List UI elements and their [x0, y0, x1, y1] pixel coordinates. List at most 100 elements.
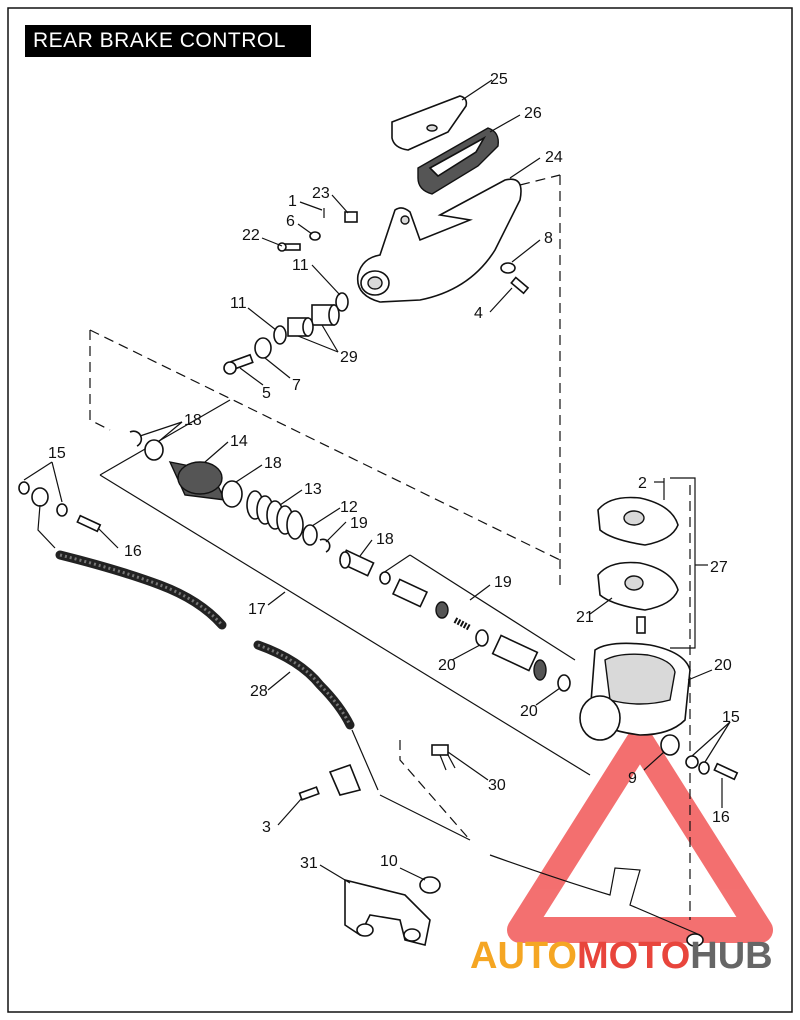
part-bushing-29 — [287, 304, 340, 337]
part-piston — [391, 578, 429, 608]
callout-20-left: 20 — [438, 657, 456, 674]
callout-29: 29 — [340, 349, 358, 366]
assembly-dashline — [519, 174, 561, 186]
part-bracket-31 — [344, 878, 431, 946]
callout-19-upper: 19 — [350, 515, 368, 532]
callout-28: 28 — [250, 683, 268, 700]
callout-30: 30 — [488, 777, 506, 794]
callout-31: 31 — [300, 855, 318, 872]
callout-14: 14 — [230, 433, 248, 450]
part-banjo-fitting — [31, 487, 49, 507]
watermark-moto: MOTO — [577, 935, 690, 977]
part-nut-9 — [660, 734, 680, 756]
part-washer-6 — [309, 231, 321, 241]
callout-22: 22 — [242, 227, 260, 244]
callout-24: 24 — [545, 149, 563, 166]
callout-27: 27 — [710, 559, 728, 576]
callout-25: 25 — [490, 71, 508, 88]
watermark-logo-icon — [507, 723, 773, 943]
part-bushing-23 — [344, 211, 358, 223]
part-clip-10 — [419, 876, 441, 894]
callout-4: 4 — [474, 305, 483, 322]
assembly-dashline — [399, 740, 471, 841]
callout-20-right: 20 — [714, 657, 732, 674]
watermark-auto: AUTO — [470, 935, 577, 977]
callout-20-low: 20 — [520, 703, 538, 720]
diagram-title: REAR BRAKE CONTROL — [25, 25, 311, 57]
callout-2: 2 — [638, 475, 647, 492]
part-retaining-ring-18 — [129, 430, 143, 447]
assembly-line — [99, 474, 591, 776]
callout-12: 12 — [340, 499, 358, 516]
watermark-hub: HUB — [690, 935, 772, 977]
part-master-cylinder-body — [579, 642, 691, 741]
callout-7: 7 — [292, 377, 301, 394]
part-oring-11 — [335, 292, 349, 312]
part-retaining-ring-19 — [319, 538, 331, 553]
callout-17: 17 — [248, 601, 266, 618]
part-washer-15 — [685, 755, 699, 769]
callout-5: 5 — [262, 385, 271, 402]
part-washer-18 — [144, 439, 164, 461]
callout-18-top: 18 — [184, 412, 202, 429]
assembly-line — [409, 554, 576, 661]
part-pushrod-18 — [339, 549, 375, 577]
part-brake-hose-17 — [37, 504, 227, 630]
part-screw-21 — [636, 616, 646, 634]
callout-leaders — [23, 79, 731, 884]
callout-13: 13 — [304, 481, 322, 498]
callout-18-mid: 18 — [264, 455, 282, 472]
callout-15-right: 15 — [722, 709, 740, 726]
part-spring-13 — [246, 490, 304, 540]
part-washer-18b — [221, 480, 243, 508]
callout-6: 6 — [286, 213, 295, 230]
callout-15-left: 15 — [48, 445, 66, 462]
callout-11-lower: 11 — [230, 295, 247, 312]
part-bolt-5 — [223, 353, 254, 375]
assembly-dashline — [89, 329, 561, 561]
callout-9: 9 — [628, 770, 637, 787]
part-banjo-bolt-16 — [713, 762, 739, 781]
part-washer-15b — [56, 503, 68, 517]
part-brake-switch-30 — [431, 744, 456, 771]
callout-10: 10 — [380, 853, 398, 870]
part-screw-4 — [510, 276, 530, 295]
part-boot-14 — [168, 461, 227, 501]
callout-1: 1 — [288, 193, 297, 210]
assembly-line — [99, 399, 231, 476]
watermark-text: AUTOMOTOHUB — [470, 935, 773, 977]
part-piston-seal — [435, 601, 449, 619]
part-seal — [379, 571, 391, 585]
callout-19-lower: 19 — [494, 574, 512, 591]
callout-21: 21 — [576, 609, 594, 626]
part-pedal-pad-top — [391, 95, 468, 151]
part-oring-20b — [557, 674, 571, 692]
part-washer-8 — [500, 262, 516, 274]
part-screw-22 — [277, 242, 301, 252]
assembly-dashline — [89, 330, 111, 431]
callout-26: 26 — [524, 105, 542, 122]
part-oring-11 — [273, 325, 287, 345]
part-spring-small — [453, 617, 472, 631]
part-bracket-3 — [298, 763, 362, 801]
part-reservoir-cover — [597, 496, 679, 611]
part-brake-hose-28 — [253, 640, 704, 947]
part-washer-15 — [698, 761, 710, 775]
diagram-frame — [7, 7, 793, 1013]
part-valve-body — [491, 634, 547, 681]
part-oring-20a — [475, 629, 489, 647]
part-brake-pedal-arm — [356, 178, 522, 303]
callout-16-right: 16 — [712, 809, 730, 826]
part-oring-12 — [302, 524, 318, 546]
callout-labels: 25 26 24 1 23 6 22 11 8 4 11 29 5 7 18 1… — [48, 71, 740, 872]
callout-3: 3 — [262, 819, 271, 836]
part-banjo-bolt-16a — [76, 514, 102, 533]
callout-8: 8 — [544, 230, 553, 247]
callout-11-upper: 11 — [292, 257, 309, 274]
callout-16-left: 16 — [124, 543, 142, 560]
callout-18-low: 18 — [376, 531, 394, 548]
callout-23: 23 — [312, 185, 330, 202]
part-washer-15a — [18, 481, 30, 495]
part-washer-7 — [254, 337, 272, 359]
